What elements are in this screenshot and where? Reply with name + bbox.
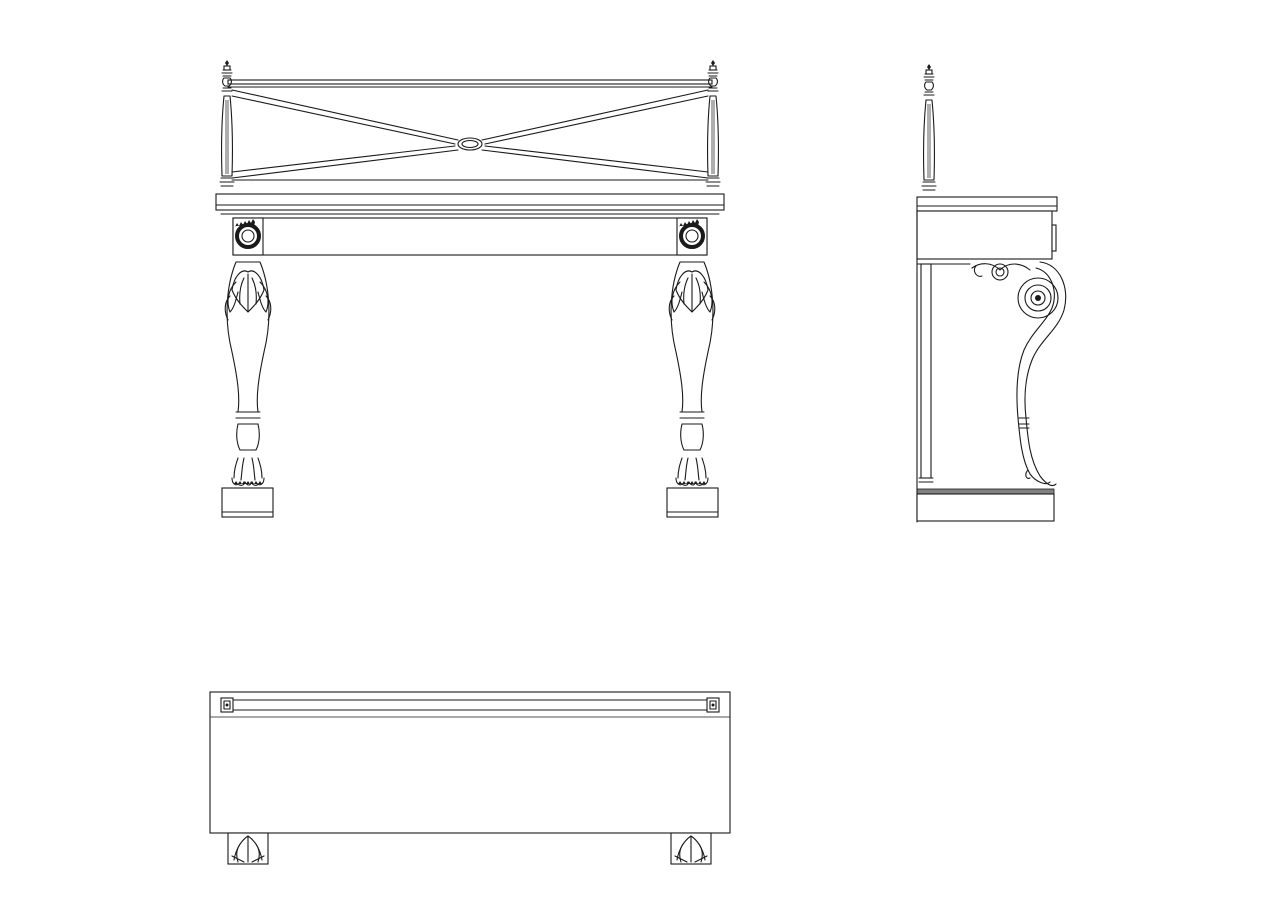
front-elevation-view	[215, 59, 725, 518]
side-table-top	[916, 196, 1058, 212]
side-base	[916, 488, 1055, 522]
cross-stretcher	[231, 89, 709, 179]
top-rail	[227, 79, 713, 88]
plan-view	[209, 691, 731, 865]
left-post	[219, 59, 235, 187]
side-post	[921, 63, 937, 191]
side-back-leg	[916, 210, 934, 523]
left-leg	[221, 261, 274, 518]
plan-top-outline	[209, 691, 731, 834]
table-top	[215, 193, 725, 215]
side-scroll-bracket	[971, 263, 1031, 281]
apron	[232, 217, 708, 256]
side-elevation-view	[916, 63, 1067, 523]
right-leg	[666, 261, 719, 518]
plan-right-foot	[670, 832, 712, 865]
plan-gallery-rail	[210, 697, 730, 718]
side-front-leg	[1016, 261, 1067, 487]
right-post	[705, 59, 721, 187]
side-apron	[916, 210, 1057, 265]
plan-left-foot	[227, 832, 269, 865]
